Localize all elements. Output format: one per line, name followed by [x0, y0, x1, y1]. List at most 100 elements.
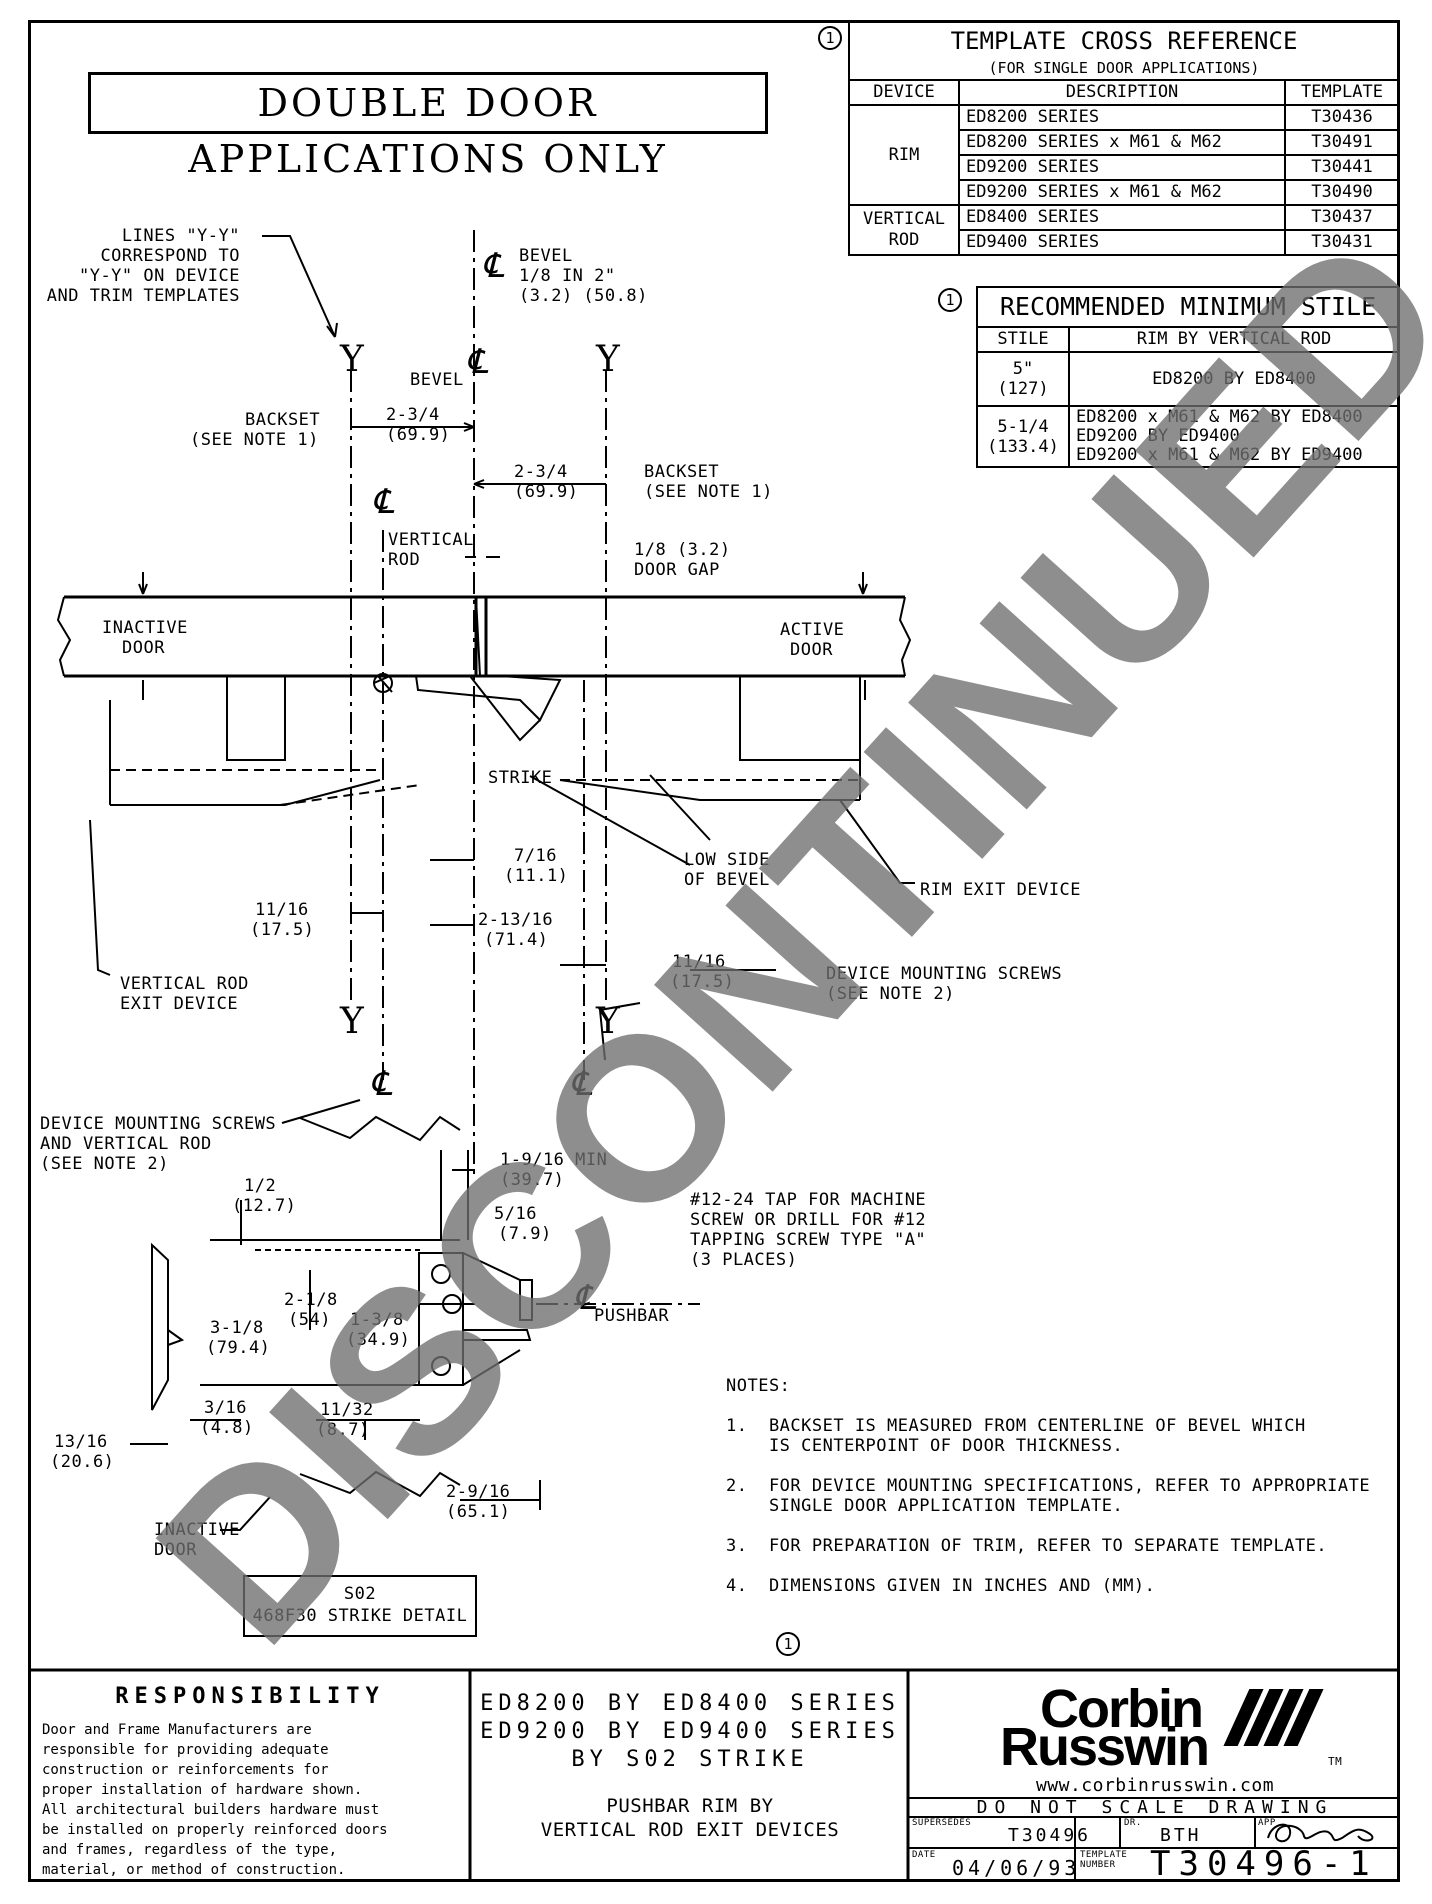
date-value: 04/06/93: [952, 1856, 1081, 1880]
template-number: T30496-1: [1150, 1844, 1378, 1884]
cross-ref-title: TEMPLATE CROSS REFERENCE: [848, 20, 1400, 57]
col-device: DEVICE: [848, 79, 960, 106]
stile-cell: 5-1/4(133.4): [976, 405, 1070, 468]
dim-label: (34.9): [346, 1330, 411, 1350]
date-label: DATE: [912, 1850, 936, 1860]
col-template: TEMPLATE: [1284, 79, 1400, 106]
vertical-rod-exit-label: VERTICAL ROD: [120, 974, 249, 994]
dim-label: 13/16: [54, 1432, 108, 1452]
strike-detail-label: 468F30 STRIKE DETAIL: [252, 1606, 468, 1626]
backset-right: (SEE NOTE 1): [644, 482, 773, 502]
col-description: DESCRIPTION: [958, 79, 1286, 106]
lines-yy-label: AND TRIM TEMPLATES: [46, 286, 240, 306]
template-cross-reference-table: TEMPLATE CROSS REFERENCE (FOR SINGLE DOO…: [848, 20, 1400, 256]
dim-label: 7/16: [514, 846, 557, 866]
col-rim-by-vertical: RIM BY VERTICAL ROD: [1068, 326, 1400, 353]
dim-label: 11/16: [255, 900, 309, 920]
dim-label: 3/16: [204, 1398, 247, 1418]
vertical-rod-label: ROD: [388, 550, 421, 570]
do-not-scale: DO NOT SCALE DRAWING: [976, 1797, 1334, 1818]
centerline-symbol: ℄: [370, 1064, 393, 1104]
inactive-door-label: INACTIVE: [102, 618, 188, 638]
dim-label: 2-1/8: [284, 1290, 338, 1310]
backset-right: BACKSET: [644, 462, 720, 482]
series-title: BY S02 STRIKE: [571, 1747, 809, 1772]
y-marker: Y: [340, 1001, 365, 1042]
template-cell: T30436: [1284, 104, 1400, 131]
vertical-rod-label: VERTICAL: [388, 530, 474, 550]
low-side-label: OF BEVEL: [684, 870, 770, 890]
dim-label: 2-3/4: [386, 405, 440, 425]
centerline-symbol: ℄: [466, 342, 489, 382]
trademark: TM: [1328, 1755, 1343, 1768]
dim-label: 2-3/4: [514, 462, 568, 482]
dim-label: 1/2: [244, 1176, 277, 1196]
tap-note: #12-24 TAP FOR MACHINE: [690, 1190, 927, 1210]
brand-logo-corbin: Corbin: [1040, 1679, 1204, 1739]
centerline-symbol: ℄: [372, 482, 395, 522]
note-item: 1. BACKSET IS MEASURED FROM CENTERLINE O…: [726, 1416, 1306, 1436]
device-mounting-left-label: (SEE NOTE 2): [40, 1154, 169, 1174]
strike-label: STRIKE: [488, 768, 553, 788]
dim-label: 11/32: [320, 1400, 374, 1420]
dim-label: (65.1): [446, 1502, 511, 1522]
desc-cell: ED9200 SERIES: [958, 154, 1286, 181]
tap-note: TAPPING SCREW TYPE "A": [690, 1230, 927, 1250]
supersedes-label: SUPERSEDES: [912, 1818, 972, 1828]
dim-label: 5/16: [494, 1204, 537, 1224]
note-item: 3. FOR PREPARATION OF TRIM, REFER TO SEP…: [726, 1536, 1328, 1556]
note-item: 4. DIMENSIONS GIVEN IN INCHES AND (MM).: [726, 1576, 1156, 1596]
strike-detail-label: S02: [343, 1584, 377, 1604]
stile-value: ED8200 BY ED8400: [1068, 351, 1400, 407]
vertical-rod-exit-label: EXIT DEVICE: [120, 994, 239, 1014]
dim-label: (39.7): [500, 1170, 565, 1190]
backset-left: (SEE NOTE 1): [190, 430, 319, 450]
desc-cell: ED8200 SERIES x M61 & M62: [958, 129, 1286, 156]
bevel-label: BEVEL: [410, 370, 464, 390]
website-link[interactable]: www.corbinrusswin.com: [1035, 1775, 1275, 1796]
door-gap-label: DOOR GAP: [634, 560, 720, 580]
dim-label: 1-9/16 MIN: [500, 1150, 608, 1170]
dim-label: (17.5): [250, 920, 315, 940]
dim-label: 2-13/16: [478, 910, 554, 930]
device-mounting-label: (SEE NOTE 2): [826, 984, 955, 1004]
stile-cell: 5"(127): [976, 351, 1070, 407]
bevel-label: (3.2) (50.8): [519, 286, 648, 306]
dr-label: DR.: [1124, 1818, 1142, 1828]
template-cell: T30490: [1284, 179, 1400, 206]
low-side-label: LOW SIDE: [684, 850, 770, 870]
brand-logo-russwin: Russwin: [1000, 1717, 1210, 1777]
revision-mark: 1: [938, 288, 962, 312]
desc-cell: ED8200 SERIES: [958, 104, 1286, 131]
recommended-minimum-stile-table: RECOMMENDED MINIMUM STILE STILE RIM BY V…: [976, 286, 1400, 468]
device-mounting-left-label: AND VERTICAL ROD: [40, 1134, 212, 1154]
centerline-symbol: ℄: [570, 1064, 593, 1104]
y-marker: Y: [596, 339, 621, 380]
y-marker: Y: [340, 339, 365, 380]
device-rim: RIM: [848, 104, 960, 206]
revision-mark: 1: [818, 26, 842, 50]
col-stile: STILE: [976, 326, 1070, 353]
supersedes-value: T30496: [1008, 1825, 1092, 1846]
inactive-door-label: DOOR: [122, 638, 165, 658]
dim-label: (4.8): [200, 1418, 254, 1438]
dim-label: 3-1/8: [210, 1318, 264, 1338]
responsibility-title: RESPONSIBILITY: [115, 1684, 385, 1709]
y-marker: Y: [596, 1001, 621, 1042]
centerline-symbol: ℄: [574, 1278, 597, 1318]
dim-label: (69.9): [514, 482, 579, 502]
lines-yy-label: "Y-Y" ON DEVICE: [78, 266, 240, 286]
dim-label: (12.7): [232, 1196, 297, 1216]
page-title: DOUBLE DOOR APPLICATIONS ONLY: [88, 72, 768, 181]
note-item: IS CENTERPOINT OF DOOR THICKNESS.: [726, 1436, 1124, 1456]
dim-label: (7.9): [498, 1224, 552, 1244]
dim-label: 11/16: [672, 952, 726, 972]
template-number-label: NUMBER: [1080, 1860, 1116, 1870]
inactive-door-lower-label: INACTIVE: [154, 1520, 240, 1540]
desc-cell: ED8400 SERIES: [958, 204, 1286, 231]
door-gap-label: 1/8 (3.2): [634, 540, 731, 560]
dim-label: (17.5): [670, 972, 735, 992]
